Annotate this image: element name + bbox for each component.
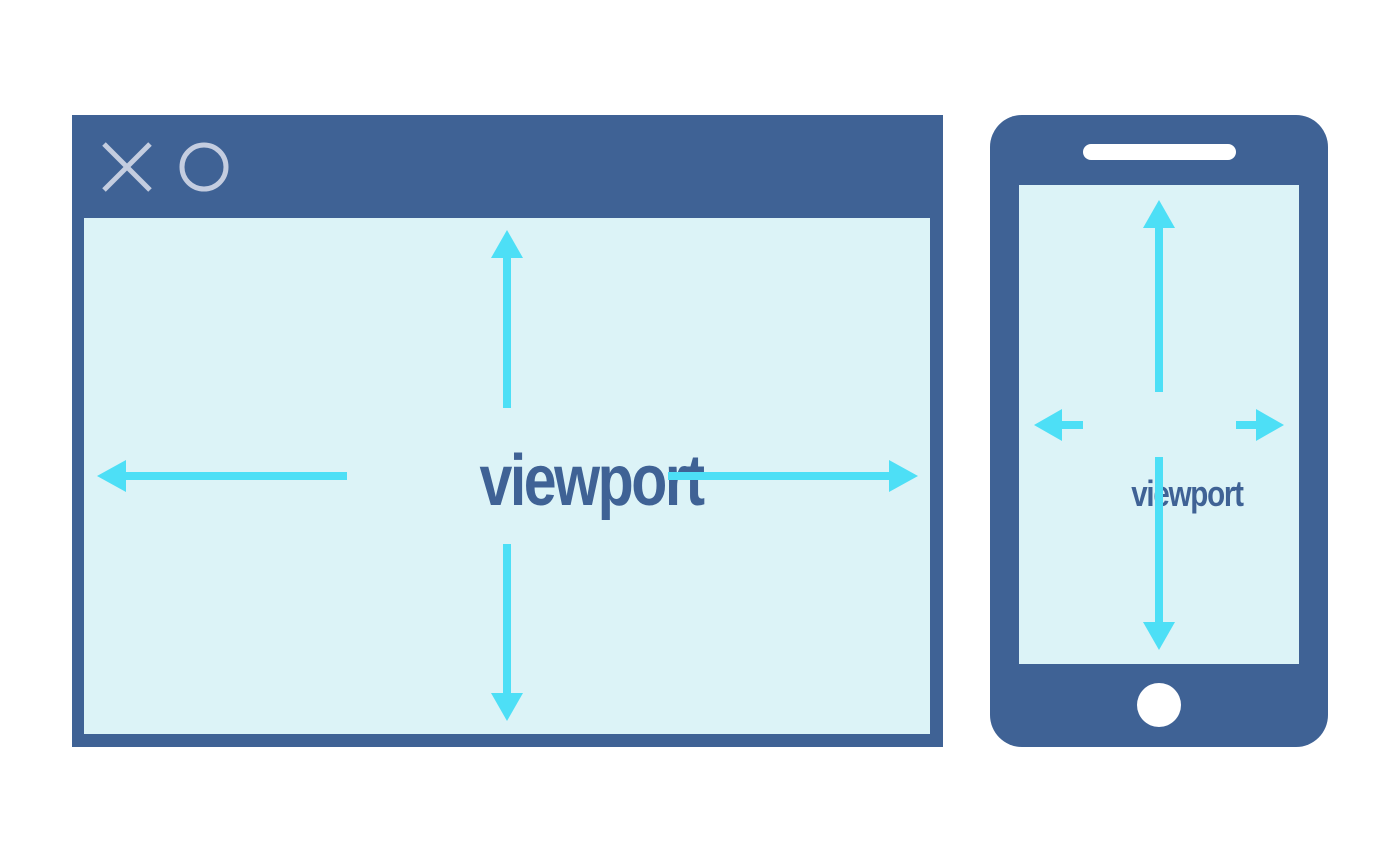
phone-speaker	[1083, 144, 1236, 160]
browser-viewport: viewport	[84, 218, 930, 734]
phone-viewport: viewport	[1019, 185, 1299, 664]
browser-viewport-label: viewport	[479, 441, 705, 521]
browser-window: viewport	[72, 115, 943, 747]
phone-device: viewport	[990, 115, 1328, 747]
phone-viewport-label: viewport	[1131, 473, 1244, 514]
phone-home-button	[1137, 683, 1181, 727]
